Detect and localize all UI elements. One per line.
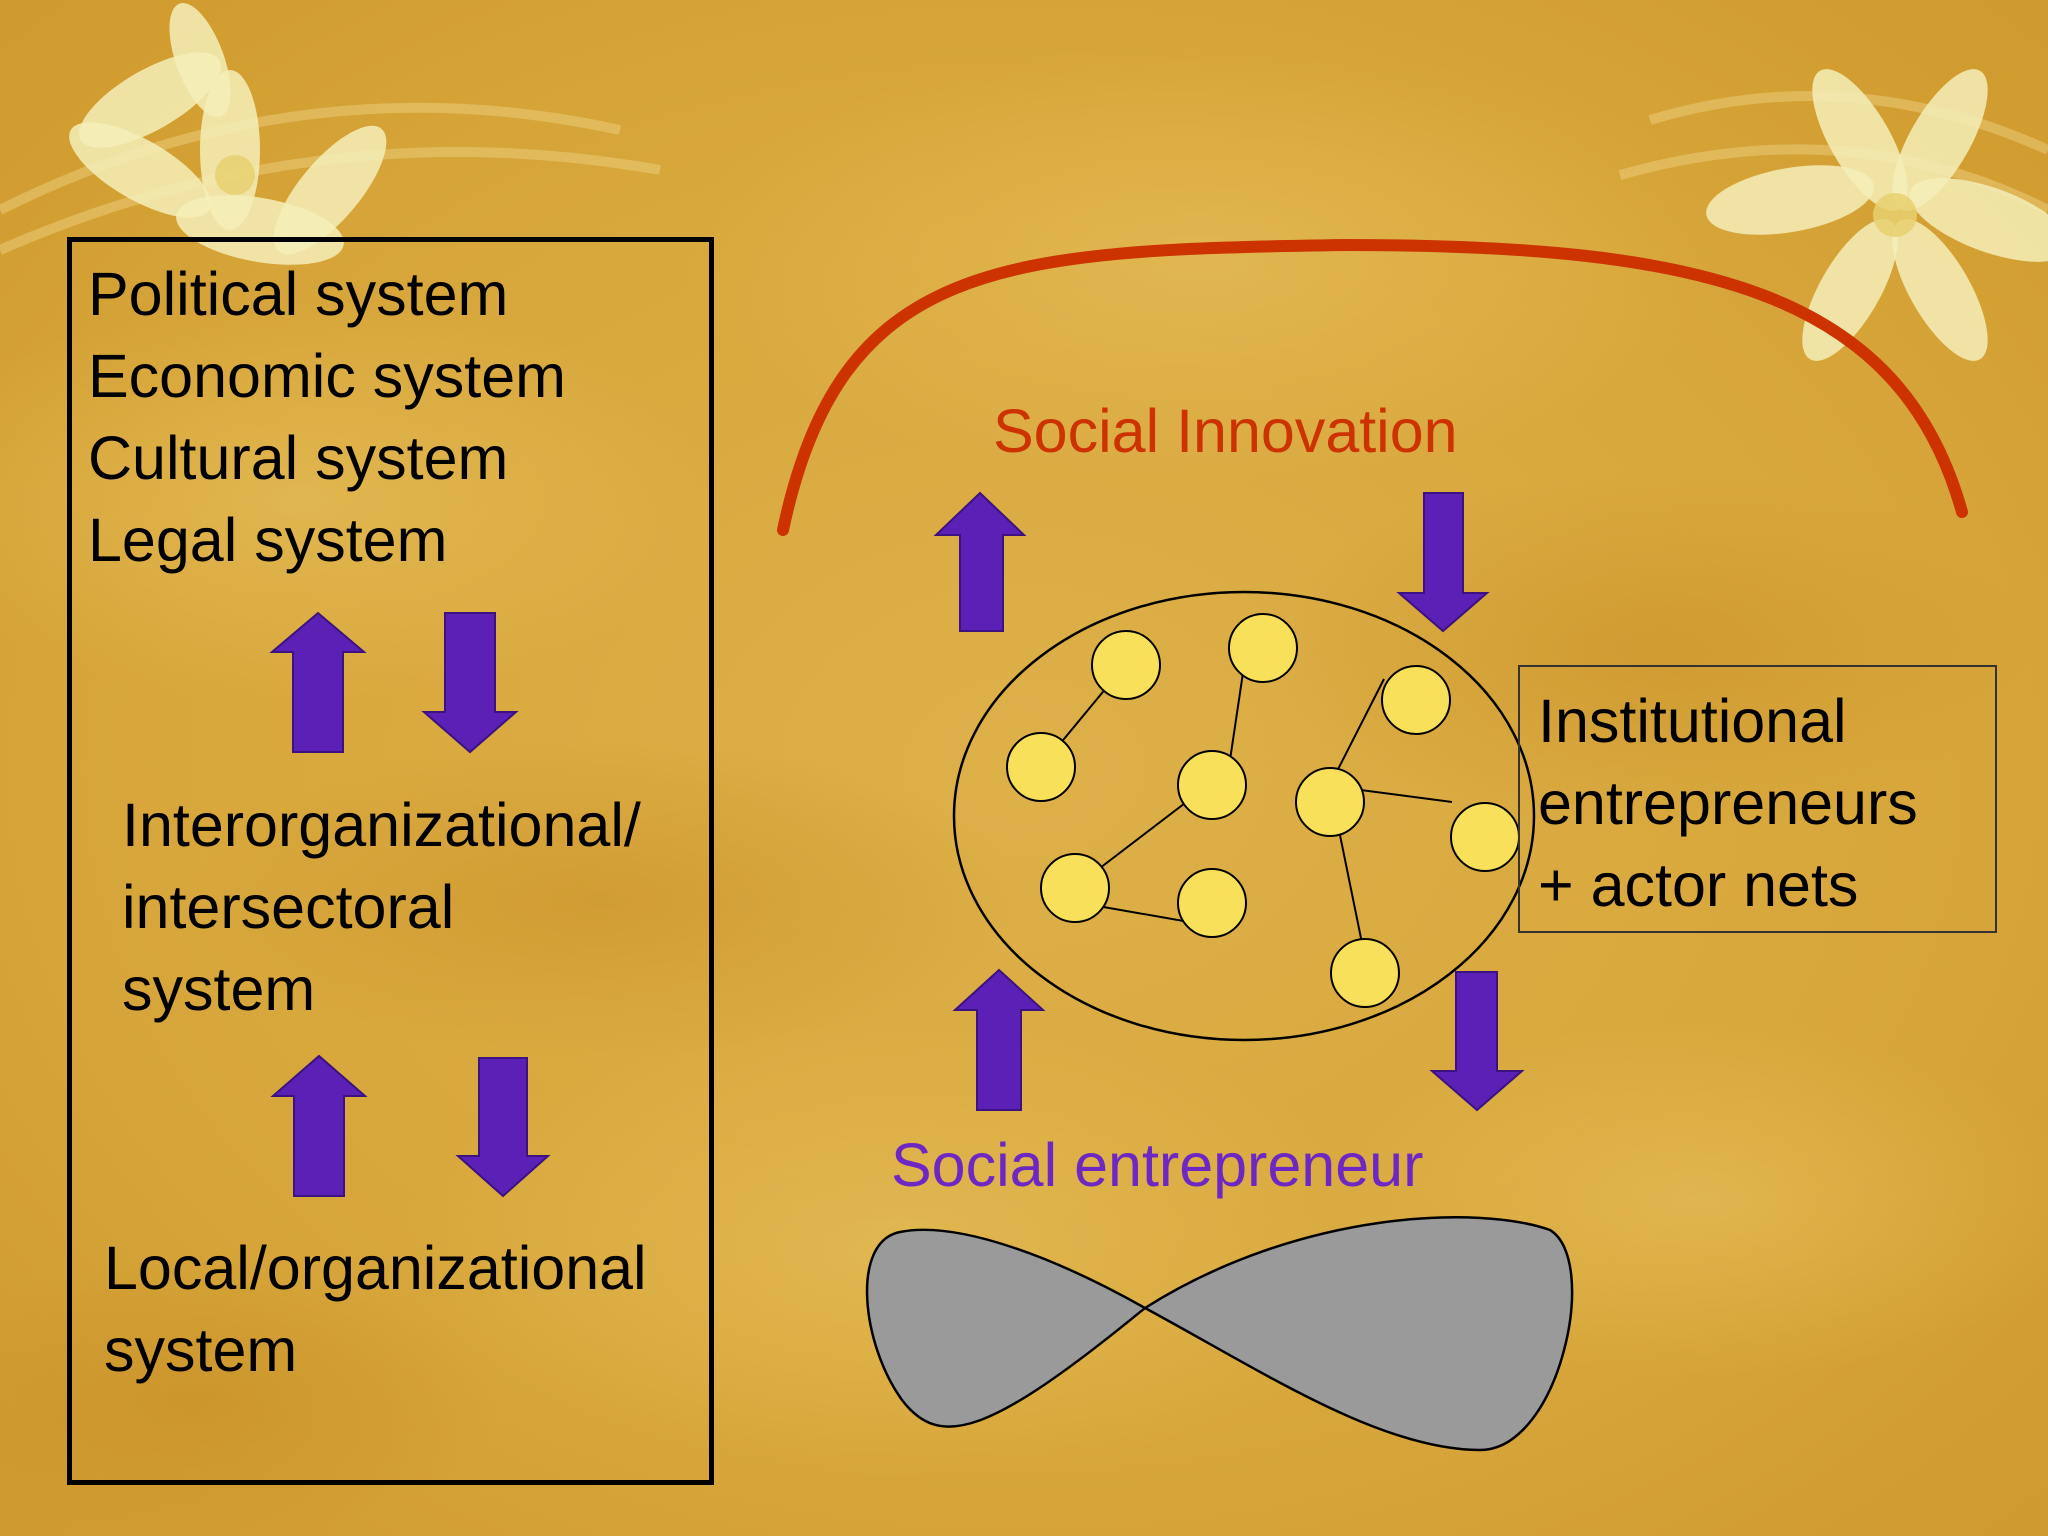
background-mottle-dark <box>0 1260 500 1536</box>
network-nodes <box>1006 613 1520 1008</box>
background-mottle <box>0 300 720 700</box>
up-arrow-icon <box>952 968 1046 1111</box>
social-innovation-arc <box>777 238 1968 536</box>
institutional-entrepreneurs-box <box>1518 665 1997 933</box>
flower-decoration-left <box>69 3 387 265</box>
network-node <box>1381 665 1451 735</box>
network-node <box>1450 802 1520 872</box>
network-node <box>1006 732 1076 802</box>
background-mottle-dark <box>180 740 1020 1060</box>
network-node <box>1177 750 1247 820</box>
background-mottle <box>680 40 1720 480</box>
network-node <box>1228 613 1298 683</box>
up-arrow-icon <box>933 491 1027 632</box>
down-arrow-icon <box>1396 492 1490 633</box>
up-arrow-icon <box>270 1054 368 1197</box>
system-label-legal: Legal system <box>88 506 448 574</box>
social-innovation-label: Social Innovation <box>993 397 1458 465</box>
network-node <box>1330 938 1400 1008</box>
local-organizational-label: Local/organizational system <box>104 1227 647 1391</box>
system-label-cultural: Cultural system <box>88 424 509 492</box>
up-arrow-icon <box>269 611 367 753</box>
institutional-label-line: + actor nets <box>1538 851 1859 919</box>
institutional-label-line: entrepreneurs <box>1538 769 1918 837</box>
social-entrepreneur-bowtie <box>865 1216 1574 1452</box>
interorganizational-label-line: system <box>122 955 316 1023</box>
interorganizational-label-line: intersectoral <box>122 873 455 941</box>
interorganizational-label: Interorganizational/ intersectoral syste… <box>122 784 641 1030</box>
actor-network-ellipse <box>952 590 1536 1042</box>
network-node <box>1091 630 1161 700</box>
system-label-political: Political system <box>88 260 509 328</box>
network-node <box>1177 868 1247 938</box>
institutional-entrepreneurs-label: Institutional entrepreneurs + actor nets <box>1538 680 1918 926</box>
local-organizational-label-line: Local/organizational <box>104 1234 647 1302</box>
down-arrow-icon <box>455 1057 551 1198</box>
institutional-label-line: Institutional <box>1538 687 1847 755</box>
interorganizational-label-line: Interorganizational/ <box>122 791 641 859</box>
social-entrepreneur-label: Social entrepreneur <box>891 1131 1424 1199</box>
network-node <box>1040 853 1110 923</box>
network-node <box>1295 767 1365 837</box>
down-arrow-icon <box>1429 971 1525 1112</box>
systems-list: Political system Economic system Cultura… <box>88 253 566 581</box>
down-arrow-icon <box>421 612 519 754</box>
system-label-economic: Economic system <box>88 342 566 410</box>
local-organizational-label-line: system <box>104 1316 298 1384</box>
systems-box <box>67 237 714 1485</box>
